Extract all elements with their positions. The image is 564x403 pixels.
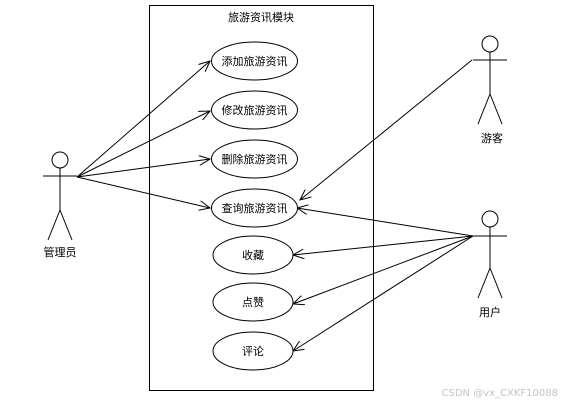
use-case-query[interactable]: 查询旅游资讯 [211, 188, 298, 228]
use-case-edit-label: 修改旅游资讯 [222, 103, 288, 117]
use-case-add-label: 添加旅游资讯 [222, 54, 288, 68]
user-associations [293, 208, 474, 351]
assoc-admin-delete [76, 159, 210, 178]
assoc-tourist-query [300, 59, 473, 200]
actor-user-label: 用户 [479, 305, 501, 319]
tourist-associations [300, 59, 473, 200]
use-case-favorite[interactable]: 收藏 [212, 235, 294, 275]
use-case-delete[interactable]: 删除旅游资讯 [211, 139, 298, 179]
use-case-comment[interactable]: 评论 [212, 331, 294, 371]
use-case-add[interactable]: 添加旅游资讯 [211, 41, 298, 81]
use-case-like[interactable]: 点赞 [212, 282, 294, 322]
assoc-user-query [297, 208, 474, 237]
actor-admin-head [51, 151, 69, 169]
actor-tourist[interactable] [473, 35, 507, 125]
admin-associations [76, 61, 210, 208]
use-case-delete-label: 删除旅游资讯 [222, 152, 288, 166]
assoc-user-like [293, 235, 474, 304]
use-case-query-label: 查询旅游资讯 [222, 201, 288, 215]
assoc-admin-query [76, 176, 210, 208]
actor-user-head [481, 210, 499, 228]
assoc-user-comment [293, 235, 474, 351]
actor-tourist-label: 游客 [481, 131, 503, 145]
use-case-like-label: 点赞 [242, 296, 264, 309]
use-case-edit[interactable]: 修改旅游资讯 [211, 90, 298, 130]
actor-tourist-head [481, 35, 499, 53]
assoc-user-favorite [293, 235, 474, 255]
actor-user[interactable] [473, 210, 507, 299]
system-boundary [149, 5, 374, 391]
assoc-admin-edit [76, 111, 210, 178]
use-case-comment-label: 评论 [242, 344, 264, 358]
csdn-watermark: CSDN @vx_CXKF10088 [441, 388, 558, 399]
use-case-favorite-label: 收藏 [242, 248, 264, 262]
assoc-admin-add [76, 61, 210, 178]
system-title: 旅游资讯模块 [228, 10, 294, 24]
actor-admin-label: 管理员 [44, 245, 77, 259]
actor-admin[interactable] [43, 151, 77, 241]
